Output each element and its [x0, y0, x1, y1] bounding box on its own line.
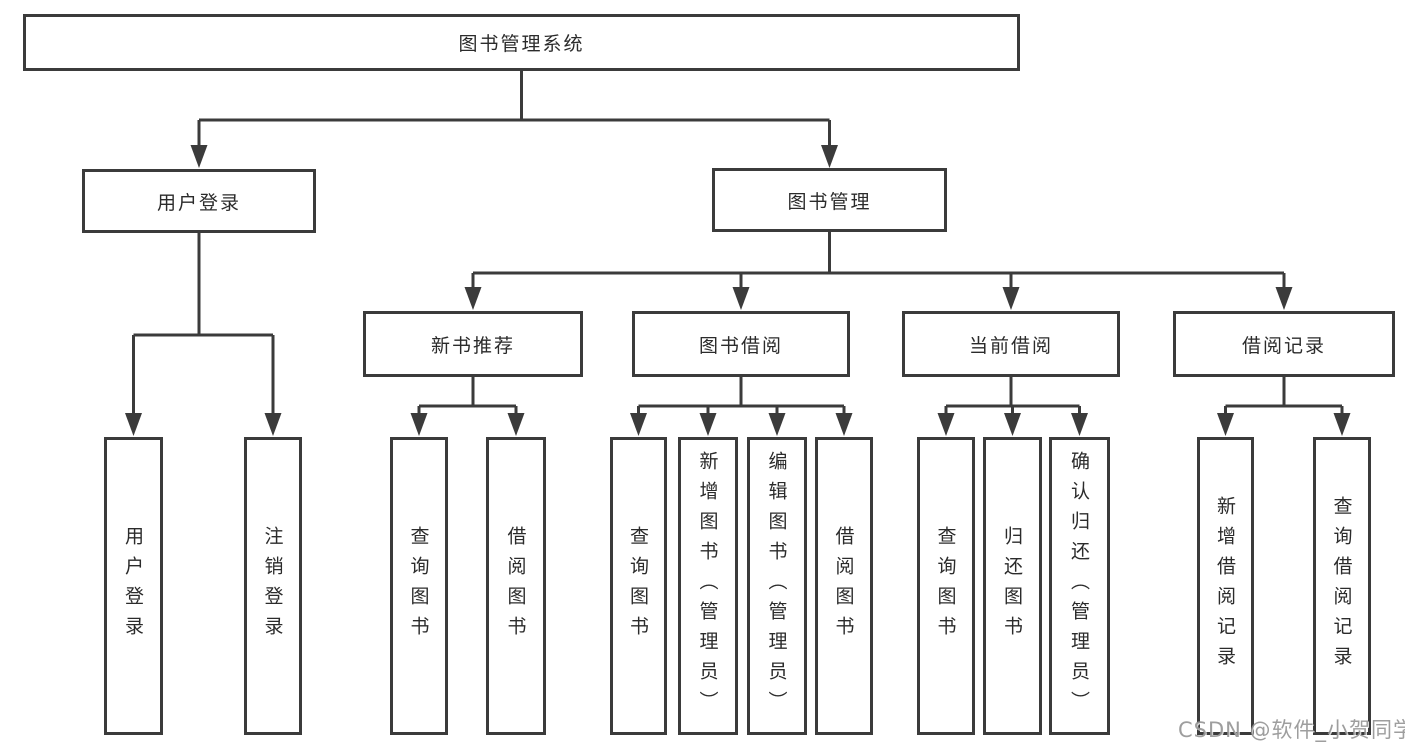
- leaf-add-book-admin: 新增图书（管理员）: [678, 437, 738, 735]
- arrowhead-icon: [732, 287, 750, 310]
- node-root: 图书管理系统: [23, 14, 1020, 71]
- leaf-query-books-current: 查询图书: [917, 437, 975, 735]
- leaf-add-borrow-record: 新增借阅记录: [1197, 437, 1254, 735]
- node-label: 编辑图书（管理员）: [765, 451, 788, 721]
- arrowhead-icon: [937, 413, 955, 436]
- node-book-management-module: 图书管理: [712, 168, 947, 232]
- node-label: 用户登录: [156, 191, 241, 214]
- arrowheads: [125, 145, 1351, 436]
- leaf-return-book: 归还图书: [983, 437, 1042, 735]
- leaf-query-borrow-record: 查询借阅记录: [1313, 437, 1371, 735]
- leaf-logout: 注销登录: [244, 437, 302, 735]
- node-label: 当前借阅: [968, 334, 1053, 357]
- arrowhead-icon: [1333, 413, 1351, 436]
- node-root-label: 图书管理系统: [458, 33, 585, 55]
- node-new-book-recommend: 新书推荐: [363, 311, 583, 377]
- node-label: 图书管理: [787, 190, 872, 213]
- node-label: 图书借阅: [698, 334, 783, 357]
- node-current-borrow: 当前借阅: [902, 311, 1120, 377]
- arrowhead-icon: [1004, 413, 1021, 436]
- node-label: 查询借阅记录: [1330, 496, 1353, 676]
- node-label: 借阅记录: [1241, 334, 1326, 357]
- node-label: 借阅图书: [504, 526, 527, 646]
- arrowhead-icon: [125, 413, 142, 436]
- leaf-confirm-return-admin: 确认归还（管理员）: [1049, 437, 1110, 735]
- node-label: 借阅图书: [832, 526, 855, 646]
- node-label: 归还图书: [1001, 526, 1023, 646]
- node-label: 查询图书: [934, 526, 957, 646]
- arrowhead-icon: [264, 413, 282, 436]
- leaf-edit-book-admin: 编辑图书（管理员）: [747, 437, 807, 735]
- arrowhead-icon: [1071, 413, 1088, 436]
- arrowhead-icon: [699, 413, 717, 436]
- arrowhead-icon: [190, 145, 208, 168]
- node-label: 新增借阅记录: [1214, 496, 1236, 676]
- node-borrow-records: 借阅记录: [1173, 311, 1395, 377]
- leaf-query-books-borrow: 查询图书: [610, 437, 667, 735]
- node-label: 注销登录: [261, 526, 284, 646]
- csdn-watermark: CSDN @软件_小贺同学: [1178, 718, 1405, 742]
- node-user-login-module: 用户登录: [82, 169, 316, 233]
- arrowhead-icon: [507, 413, 525, 436]
- arrowhead-icon: [464, 287, 482, 310]
- arrowhead-icon: [768, 413, 786, 436]
- arrowhead-icon: [821, 145, 838, 168]
- arrowhead-icon: [1002, 287, 1020, 310]
- leaf-user-login: 用户登录: [104, 437, 163, 735]
- node-label: 查询图书: [407, 526, 430, 646]
- arrowhead-icon: [1217, 413, 1234, 436]
- arrowhead-icon: [410, 413, 428, 436]
- node-label: 查询图书: [627, 526, 649, 646]
- node-label: 确认归还（管理员）: [1068, 451, 1090, 721]
- leaf-borrow-book: 借阅图书: [815, 437, 873, 735]
- arrowhead-icon: [835, 413, 853, 436]
- leaf-borrow-books-recommend: 借阅图书: [486, 437, 546, 735]
- node-label: 用户登录: [122, 526, 144, 646]
- node-label: 新增图书（管理员）: [696, 451, 719, 721]
- node-book-borrow: 图书借阅: [632, 311, 850, 377]
- leaf-query-books-recommend: 查询图书: [390, 437, 448, 735]
- arrowhead-icon: [1275, 287, 1293, 310]
- node-label: 新书推荐: [430, 334, 515, 357]
- arrowhead-icon: [630, 413, 647, 436]
